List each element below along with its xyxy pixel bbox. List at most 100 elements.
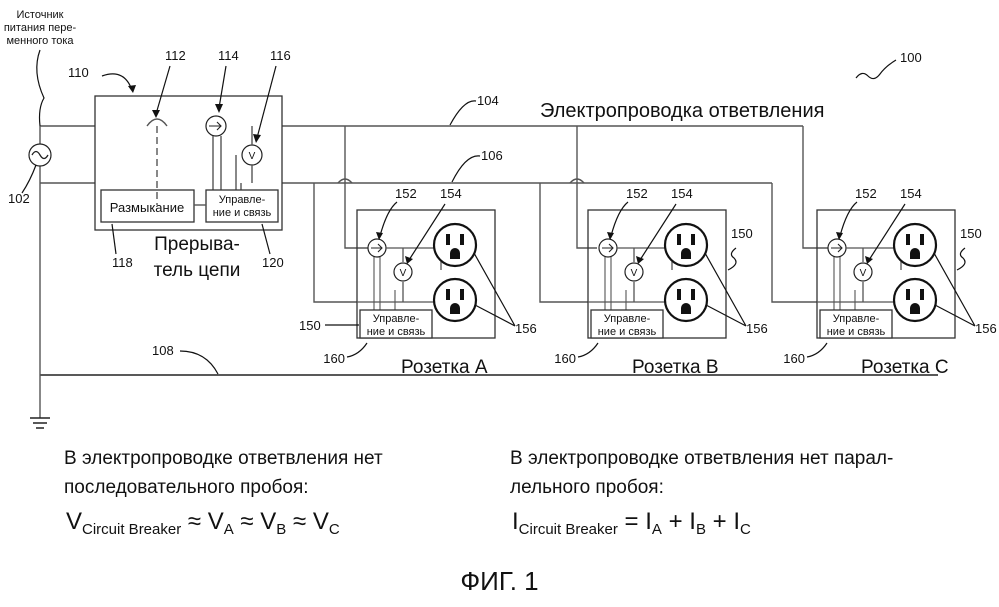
breaker-label-line-1: Прерыва- bbox=[154, 234, 240, 255]
ground-symbol bbox=[30, 417, 50, 429]
outlet-b-voltmeter-symbol: V bbox=[631, 268, 638, 279]
source-label-leader bbox=[36, 49, 45, 127]
outlet-a-ref-154: 154 bbox=[440, 186, 462, 201]
rel-eq: = bbox=[617, 508, 646, 535]
parallel-condition-line-1: В электропроводке ответвления нет парал- bbox=[510, 448, 894, 469]
outlet-c-ref-150: 150 bbox=[960, 226, 982, 241]
ref-100: 100 bbox=[900, 50, 922, 65]
outlet-b-ref-152: 152 bbox=[626, 186, 648, 201]
ref-110-leader bbox=[101, 73, 133, 91]
wire-crossings bbox=[337, 178, 585, 184]
ref-114: 114 bbox=[218, 48, 239, 63]
outlet-a-ref-150: 150 bbox=[299, 318, 321, 333]
parallel-fault-equation-block: В электропроводке ответвления нет парал-… bbox=[510, 444, 893, 538]
circuit-breaker-box: V bbox=[94, 95, 283, 231]
outlet-b-upper-receptacle-icon bbox=[663, 222, 709, 268]
ref-108: 108 bbox=[152, 343, 174, 358]
outlet-c-ref-160-leader bbox=[806, 342, 828, 358]
ref-104: 104 bbox=[477, 93, 499, 108]
outlet-c-control-label-line-2: ние и связь bbox=[827, 326, 886, 338]
neutral-drop-b bbox=[539, 183, 588, 303]
ref-114-leader bbox=[218, 65, 227, 109]
outlet-c-ref-154: 154 bbox=[900, 186, 922, 201]
ref-120-leader bbox=[261, 223, 271, 255]
outlet-c-name: Розетка C bbox=[861, 357, 949, 378]
outlet-c-control-label-line-1: Управле- bbox=[833, 313, 880, 325]
rel-plus-2: + bbox=[705, 508, 734, 535]
ref-102-leader bbox=[21, 164, 37, 194]
ref-116: 116 bbox=[270, 48, 291, 63]
branch-wiring-label: Электропроводка ответвления bbox=[540, 100, 824, 122]
outlet-a-control-label-line-2: ние и связь bbox=[367, 326, 426, 338]
hot-drop-a bbox=[344, 126, 372, 249]
v-a-sub: A bbox=[223, 521, 234, 538]
outlet-c-voltmeter-icon: V bbox=[853, 262, 873, 282]
i-breaker-sub: Circuit Breaker bbox=[518, 521, 618, 538]
ac-source-symbol bbox=[28, 143, 52, 167]
ref-112: 112 bbox=[165, 48, 186, 63]
trip-label: Размыкание bbox=[110, 200, 184, 215]
outlet-a-lower-receptacle-icon bbox=[432, 277, 478, 323]
i-b-sub: B bbox=[695, 521, 706, 538]
v-c-var: V bbox=[312, 508, 329, 535]
ref-120: 120 bbox=[262, 255, 284, 270]
outlet-a-upper-receptacle-icon bbox=[432, 222, 478, 268]
outlet-a-ref-152-leader bbox=[379, 201, 398, 237]
voltage-formula: VCircuit Breaker ≈ VA ≈ VB ≈ VC bbox=[66, 508, 383, 538]
rel-3: ≈ bbox=[286, 508, 313, 535]
ref-100-leader bbox=[855, 59, 897, 80]
series-fault-equation-block: В электропроводке ответвления нет послед… bbox=[64, 444, 383, 538]
i-a-var: I bbox=[645, 508, 652, 535]
outlet-c-ref-156-leaders bbox=[933, 252, 976, 327]
series-condition-line-2: последовательного пробоя: bbox=[64, 477, 309, 498]
outlet-b-ref-156-leaders bbox=[704, 252, 747, 327]
outlet-b-ref-150-leader bbox=[727, 247, 737, 271]
rel-2: ≈ bbox=[233, 508, 261, 535]
outlet-a-ref-156: 156 bbox=[515, 321, 537, 336]
ref-106-leader bbox=[451, 155, 481, 183]
parallel-condition-line-2: лельного пробоя: bbox=[510, 477, 664, 498]
outlet-b-ref-150: 150 bbox=[731, 226, 753, 241]
v-b-sub: B bbox=[276, 521, 287, 538]
outlet-a-voltmeter-icon: V bbox=[393, 262, 413, 282]
outlet-b-current-sensor-icon bbox=[598, 238, 618, 258]
outlet-a-control-box bbox=[359, 309, 433, 339]
ref-104-leader bbox=[449, 100, 477, 126]
ref-118: 118 bbox=[112, 255, 133, 270]
ref-102: 102 bbox=[8, 191, 30, 206]
outlet-c-control-box bbox=[819, 309, 893, 339]
outlet-a-current-sensor-icon bbox=[367, 238, 387, 258]
outlet-b-name: Розетка B bbox=[632, 357, 719, 378]
outlet-b-ref-154-leader bbox=[639, 203, 677, 261]
outlet-b-ref-156: 156 bbox=[746, 321, 768, 336]
outlet-c-ref-152: 152 bbox=[855, 186, 877, 201]
i-c-sub: C bbox=[740, 521, 751, 538]
outlet-b-ref-152-leader bbox=[610, 201, 629, 237]
outlet-b-ref-154: 154 bbox=[671, 186, 693, 201]
ref-108-leader bbox=[179, 350, 219, 375]
outlet-c-ref-156: 156 bbox=[975, 321, 997, 336]
outlet-b-ref-160: 160 bbox=[554, 351, 576, 366]
outlet-b-control-label-line-2: ние и связь bbox=[598, 326, 657, 338]
neutral-drop-a bbox=[313, 183, 357, 303]
outlet-c-ref-154-leader bbox=[868, 203, 906, 261]
outlet-a-ref-154-leader bbox=[408, 203, 446, 261]
current-formula: ICircuit Breaker = IA + IB + IC bbox=[512, 508, 893, 538]
outlet-b-control-label-line-1: Управле- bbox=[604, 313, 651, 325]
ref-118-leader bbox=[111, 223, 117, 255]
ref-106: 106 bbox=[481, 148, 503, 163]
outlet-c-ref-160: 160 bbox=[783, 351, 805, 366]
breaker-voltmeter-symbol: V bbox=[249, 151, 256, 162]
rel-1: ≈ bbox=[181, 508, 208, 535]
outlet-b-voltmeter-icon: V bbox=[624, 262, 644, 282]
v-c-sub: C bbox=[328, 521, 340, 538]
i-breaker-var: I bbox=[512, 508, 519, 535]
outlet-c-ref-150-leader bbox=[956, 247, 966, 271]
source-label-line-1: Источник bbox=[17, 9, 64, 21]
outlet-a-ref-156-leaders bbox=[473, 252, 516, 327]
i-b-var: I bbox=[689, 508, 696, 535]
outlet-a-ref-152: 152 bbox=[395, 186, 417, 201]
